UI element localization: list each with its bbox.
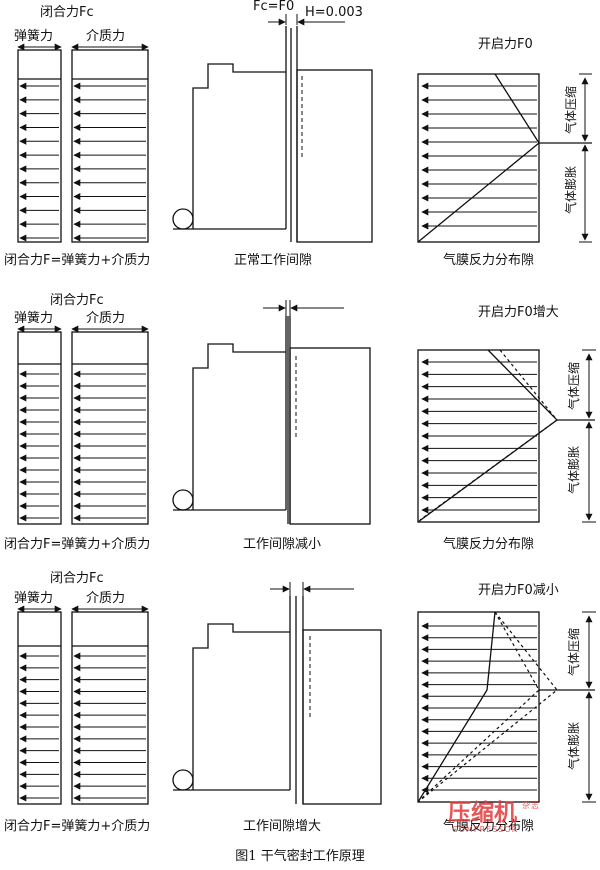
film-force-box bbox=[417, 349, 540, 523]
film-force-arrows bbox=[421, 622, 537, 794]
gap-caption: 工作间隙增大 bbox=[243, 819, 321, 834]
gap-value-label: H=0.003 bbox=[305, 5, 363, 20]
gas-compression-label: 气体压缩 bbox=[566, 362, 581, 410]
closing-force-title: 闭合力Fc bbox=[40, 5, 94, 20]
closing-force-block: 闭合力Fc 弹簧力 介质力 闭合力F=弹簧力+介质力 bbox=[4, 293, 150, 552]
film-force-diagram: 开启力F0增大 气体压缩 气体膨胀 气膜反力分布隙 bbox=[417, 305, 596, 552]
rotating-ring bbox=[302, 629, 382, 805]
seal-o-ring bbox=[172, 208, 194, 230]
medium-force-box bbox=[71, 49, 149, 243]
gap-condition-label: Fc=F0 bbox=[253, 0, 294, 14]
gap-caption: 正常工作间隙 bbox=[234, 253, 312, 268]
seal-gap-diagram: Fc=F0 H=0.003 正常工作间隙 bbox=[172, 0, 373, 268]
panel-increased-gap: 闭合力Fc 弹簧力 介质力 闭合力F=弹簧力+介质力 工作间隙增大 bbox=[4, 571, 596, 834]
film-force-diagram: 开启力F0 气体压缩 气体膨胀 气膜反力分布隙 bbox=[417, 37, 592, 268]
medium-force-box bbox=[71, 611, 149, 805]
film-caption: 气膜反力分布隙 bbox=[443, 536, 534, 552]
gap-caption: 工作间隙减小 bbox=[243, 537, 321, 552]
film-caption: 气膜反力分布隙 bbox=[443, 252, 534, 268]
spring-force-box bbox=[17, 611, 62, 805]
seal-gap-diagram: 工作间隙减小 bbox=[172, 300, 371, 552]
spring-force-box bbox=[17, 331, 62, 525]
spring-force-label: 弹簧力 bbox=[14, 590, 53, 606]
film-force-diagram: 开启力F0减小 气体压缩 气体膨胀 气膜反力分布隙 bbox=[417, 583, 596, 834]
stationary-ring bbox=[192, 623, 290, 790]
closing-force-block: 闭合力Fc 弹簧力 介质力 闭合力F=弹簧力+介质力 bbox=[4, 5, 150, 268]
film-force-arrows bbox=[421, 358, 537, 514]
closing-force-arrows bbox=[19, 82, 146, 242]
closing-force-title: 闭合力Fc bbox=[50, 293, 104, 308]
closing-force-arrows bbox=[19, 652, 146, 802]
spring-force-box bbox=[17, 49, 62, 243]
watermark-logo: 压缩机 杂志 COMPRESSOR bbox=[448, 799, 540, 834]
opening-force-title: 开启力F0减小 bbox=[478, 583, 559, 598]
closing-force-title: 闭合力Fc bbox=[50, 571, 104, 586]
opening-force-title: 开启力F0增大 bbox=[478, 305, 559, 320]
closing-force-caption: 闭合力F=弹簧力+介质力 bbox=[4, 818, 150, 834]
closing-force-caption: 闭合力F=弹簧力+介质力 bbox=[4, 536, 150, 552]
gas-expansion-label: 气体膨胀 bbox=[566, 722, 581, 770]
seal-gap-diagram: 工作间隙增大 bbox=[172, 582, 382, 834]
watermark-side-text: 杂志 bbox=[522, 800, 540, 810]
closing-force-block: 闭合力Fc 弹簧力 介质力 闭合力F=弹簧力+介质力 bbox=[4, 571, 150, 834]
gas-compression-label: 气体压缩 bbox=[563, 86, 578, 134]
closing-force-arrows bbox=[19, 370, 146, 522]
panel-normal-gap: 闭合力Fc 弹簧力 介质力 闭合力F=弹簧力+介质力 Fc=F0 H=0.003 bbox=[4, 0, 592, 268]
gas-expansion-label: 气体膨胀 bbox=[563, 166, 578, 214]
closing-force-caption: 闭合力F=弹簧力+介质力 bbox=[4, 252, 150, 268]
gas-compression-label: 气体压缩 bbox=[566, 628, 581, 676]
spring-force-label: 弹簧力 bbox=[14, 310, 53, 326]
seal-o-ring bbox=[172, 489, 194, 511]
stationary-ring bbox=[192, 63, 286, 229]
stationary-ring bbox=[192, 343, 286, 510]
film-force-arrows bbox=[421, 82, 537, 230]
rotating-ring bbox=[296, 69, 373, 243]
film-force-box bbox=[417, 73, 540, 243]
medium-force-label: 介质力 bbox=[86, 29, 125, 44]
watermark-main-text: 压缩机 bbox=[448, 799, 517, 826]
medium-force-label: 介质力 bbox=[86, 311, 125, 326]
watermark-sub-text: COMPRESSOR bbox=[452, 825, 518, 834]
figure-caption: 图1 干气密封工作原理 bbox=[235, 848, 364, 864]
gas-expansion-label: 气体膨胀 bbox=[566, 446, 581, 494]
film-caption: 气膜反力分布隙 bbox=[443, 818, 534, 834]
film-force-box bbox=[417, 611, 540, 803]
seal-o-ring bbox=[172, 769, 194, 791]
rotating-ring bbox=[289, 347, 371, 525]
opening-force-title: 开启力F0 bbox=[478, 37, 533, 52]
medium-force-box bbox=[71, 331, 149, 525]
medium-force-label: 介质力 bbox=[86, 591, 125, 606]
spring-force-label: 弹簧力 bbox=[14, 28, 53, 44]
panel-reduced-gap: 闭合力Fc 弹簧力 介质力 闭合力F=弹簧力+介质力 工作间隙减小 bbox=[4, 293, 596, 552]
